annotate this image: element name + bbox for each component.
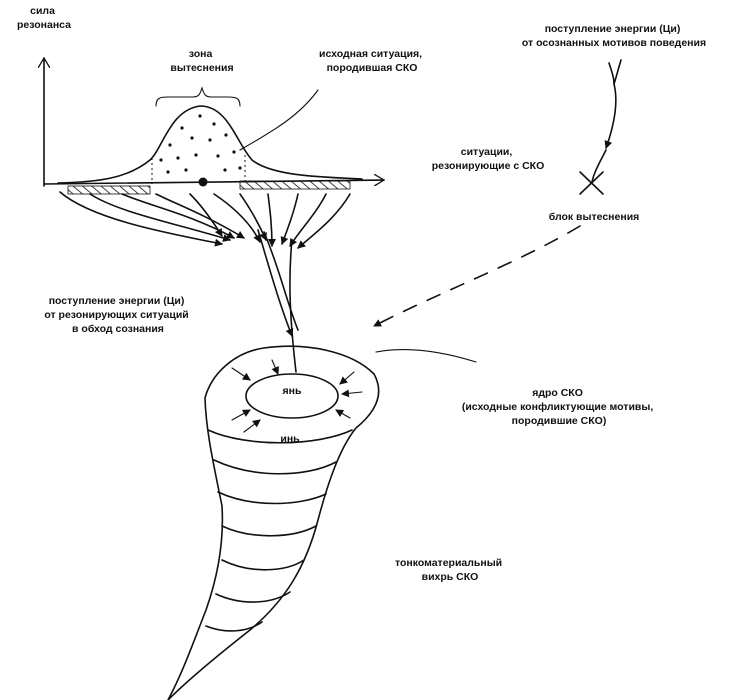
displacement-zone-label: зона вытеснения xyxy=(170,48,233,74)
vortex-outline xyxy=(168,346,379,700)
resonating-situations-label: ситуации, резонирующие с СКО xyxy=(432,146,545,172)
resonance-graph xyxy=(44,58,384,194)
bypass-energy-label: поступление энергии (Ци) от резонирующих… xyxy=(44,295,191,335)
bypass-energy-flows xyxy=(60,192,350,372)
initial-situation-point xyxy=(199,178,208,187)
displacement-block-cross xyxy=(580,172,603,194)
vortex-label: тонкоматериальный вихрь СКО xyxy=(395,557,505,583)
core-pointer xyxy=(376,350,476,362)
initial-situation-label: исходная ситуация, породившая СКО xyxy=(319,48,425,74)
y-axis-label: сила резонанса xyxy=(17,5,71,31)
core-label: ядро СКО (исходные конфликтующие мотивы,… xyxy=(462,387,656,427)
hatched-band-right xyxy=(240,181,350,189)
initial-situation-pointer xyxy=(240,90,318,150)
yin-label: инь xyxy=(280,433,300,445)
resonance-curve xyxy=(58,106,362,183)
conscious-energy-path xyxy=(374,60,621,326)
vortex xyxy=(168,346,476,700)
yang-label: янь xyxy=(283,385,302,397)
displacement-block-label: блок вытеснения xyxy=(549,211,640,223)
hatched-band-left xyxy=(68,186,150,194)
displacement-zone-brace xyxy=(156,88,240,106)
conscious-energy-label: поступление энергии (Ци) от осознанных м… xyxy=(522,23,706,49)
blocked-energy-dashed-arrow xyxy=(374,226,580,326)
